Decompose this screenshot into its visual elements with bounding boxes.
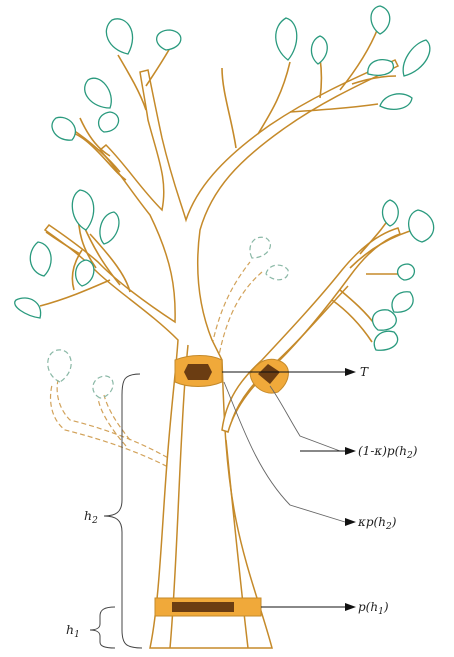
pointer-one-minus-kappa	[270, 386, 340, 451]
ghost-leaf-1	[48, 350, 71, 382]
arrow-kappa	[345, 518, 356, 526]
tree-structure	[45, 60, 400, 648]
leaf	[99, 112, 119, 132]
label-h2: h2	[84, 508, 98, 526]
twig-8	[320, 58, 322, 98]
label-p-h1: p(h1)	[358, 600, 389, 617]
leaf	[100, 212, 119, 244]
label-kappa: κp(h2)	[357, 515, 397, 532]
label-T: T	[360, 365, 369, 379]
ghost-branch-left-3	[104, 395, 130, 440]
ghost-leaf-2	[93, 376, 113, 398]
leaf	[380, 94, 412, 109]
ghost-leaf-3	[250, 237, 270, 258]
leaf	[368, 60, 394, 76]
brace-h1	[90, 607, 115, 648]
twig-22	[332, 300, 372, 342]
leaf	[15, 298, 41, 318]
leaf	[72, 190, 93, 230]
leaf	[383, 200, 399, 226]
ghost-leaf-4	[266, 265, 288, 280]
leaf	[106, 19, 132, 54]
leaf	[85, 78, 112, 108]
leaf	[311, 36, 327, 64]
twig-5	[146, 48, 170, 86]
leaf	[409, 210, 434, 242]
leaf	[371, 6, 390, 34]
label-h1: h1	[66, 622, 80, 640]
leaf	[392, 292, 413, 312]
band-bottom	[155, 598, 261, 616]
leaf	[52, 117, 75, 140]
leaf	[403, 40, 430, 76]
leaf	[30, 242, 51, 276]
arrow-p-h1	[345, 603, 356, 611]
twig-6	[222, 68, 236, 148]
band-top-main-core	[184, 364, 212, 380]
leaf	[398, 264, 415, 280]
band-bottom-core	[172, 602, 234, 612]
twig-21	[340, 290, 376, 326]
leaf	[76, 260, 94, 286]
leaf	[374, 331, 397, 350]
band-top-right	[250, 359, 288, 393]
leaf	[157, 30, 181, 50]
braces	[90, 374, 142, 648]
pointer-kappa	[224, 382, 345, 522]
right-trunk	[222, 228, 400, 432]
leaf	[373, 310, 397, 330]
label-one-minus-kappa: (1-κ)p(h2)	[358, 444, 418, 461]
band-top-main	[175, 356, 222, 387]
arrow-T	[345, 368, 356, 376]
leaf	[276, 18, 297, 60]
arrow-one-minus-kappa	[345, 447, 356, 455]
right-trunk-inner	[232, 286, 348, 420]
twig-14	[40, 280, 110, 306]
